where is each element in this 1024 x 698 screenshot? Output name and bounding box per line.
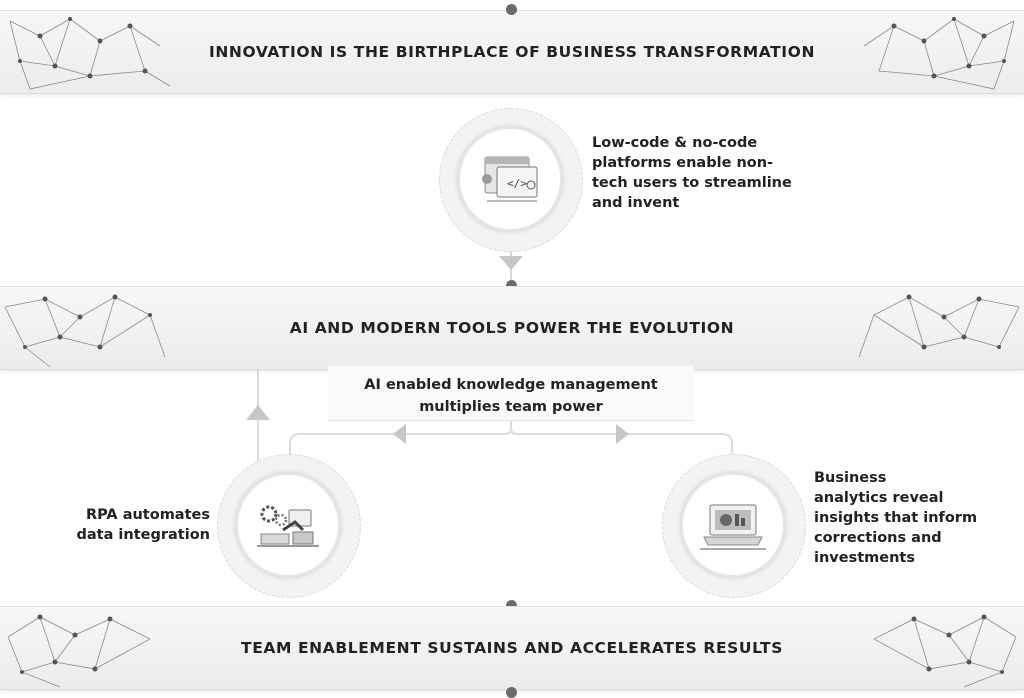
middle-banner: AI AND MODERN TOOLS POWER THE EVOLUTION xyxy=(0,286,1024,370)
network-pattern-right xyxy=(858,294,1020,358)
rpa-line: data integration xyxy=(76,527,211,543)
analytics-line: Business xyxy=(814,470,887,486)
svg-text:</>: </> xyxy=(507,177,527,190)
lowcode-icon-holder: </> xyxy=(458,127,562,231)
connector-dot xyxy=(506,4,517,15)
network-pattern-right xyxy=(863,17,1015,90)
lowcode-line: and invent xyxy=(592,195,680,211)
robot-arm-gears-icon xyxy=(257,505,319,547)
arrow-down-icon xyxy=(499,256,523,270)
arrow-up-icon xyxy=(246,405,270,420)
network-pattern-right xyxy=(873,614,1017,688)
analytics-line: investments xyxy=(814,550,915,566)
analytics-label: Business analytics reveal insights that … xyxy=(814,468,1014,568)
connector-dot xyxy=(506,280,517,291)
lowcode-line: Low-code & no-code xyxy=(592,135,758,151)
analytics-line: insights that inform xyxy=(814,510,978,526)
analytics-icon-holder xyxy=(681,473,785,577)
rpa-label: RPA automates data integration xyxy=(60,505,211,545)
arrow-left-icon xyxy=(393,424,406,444)
knowledge-label: AI enabled knowledge management multipli… xyxy=(328,374,694,418)
banner-title-middle: AI AND MODERN TOOLS POWER THE EVOLUTION xyxy=(289,319,735,337)
code-window-icon: </> xyxy=(482,156,538,202)
banner-title-top: INNOVATION IS THE BIRTHPLACE OF BUSINESS… xyxy=(208,43,816,61)
rpa-line: RPA automates xyxy=(85,507,210,523)
knowledge-line: AI enabled knowledge management xyxy=(364,377,658,393)
knowledge-box xyxy=(328,366,694,421)
bottom-banner: TEAM ENABLEMENT SUSTAINS AND ACCELERATES… xyxy=(0,606,1024,690)
lowcode-label: Low-code & no-code platforms enable non-… xyxy=(592,133,812,213)
arrow-right-icon xyxy=(616,424,629,444)
network-pattern-left xyxy=(9,17,171,90)
lowcode-line: platforms enable non- xyxy=(592,155,774,171)
knowledge-line: multiplies team power xyxy=(419,399,603,415)
analytics-line: corrections and xyxy=(814,530,942,546)
network-pattern-left xyxy=(7,614,151,688)
banner-title-bottom: TEAM ENABLEMENT SUSTAINS AND ACCELERATES… xyxy=(241,639,783,657)
analytics-laptop-icon xyxy=(700,504,766,550)
analytics-line: analytics reveal xyxy=(814,490,944,506)
rpa-icon-holder xyxy=(236,473,340,577)
network-pattern-left xyxy=(4,294,166,368)
connector-dot xyxy=(506,687,517,698)
top-banner: INNOVATION IS THE BIRTHPLACE OF BUSINESS… xyxy=(0,10,1024,94)
lowcode-line: tech users to streamline xyxy=(592,175,792,191)
connector-dot xyxy=(506,600,517,611)
